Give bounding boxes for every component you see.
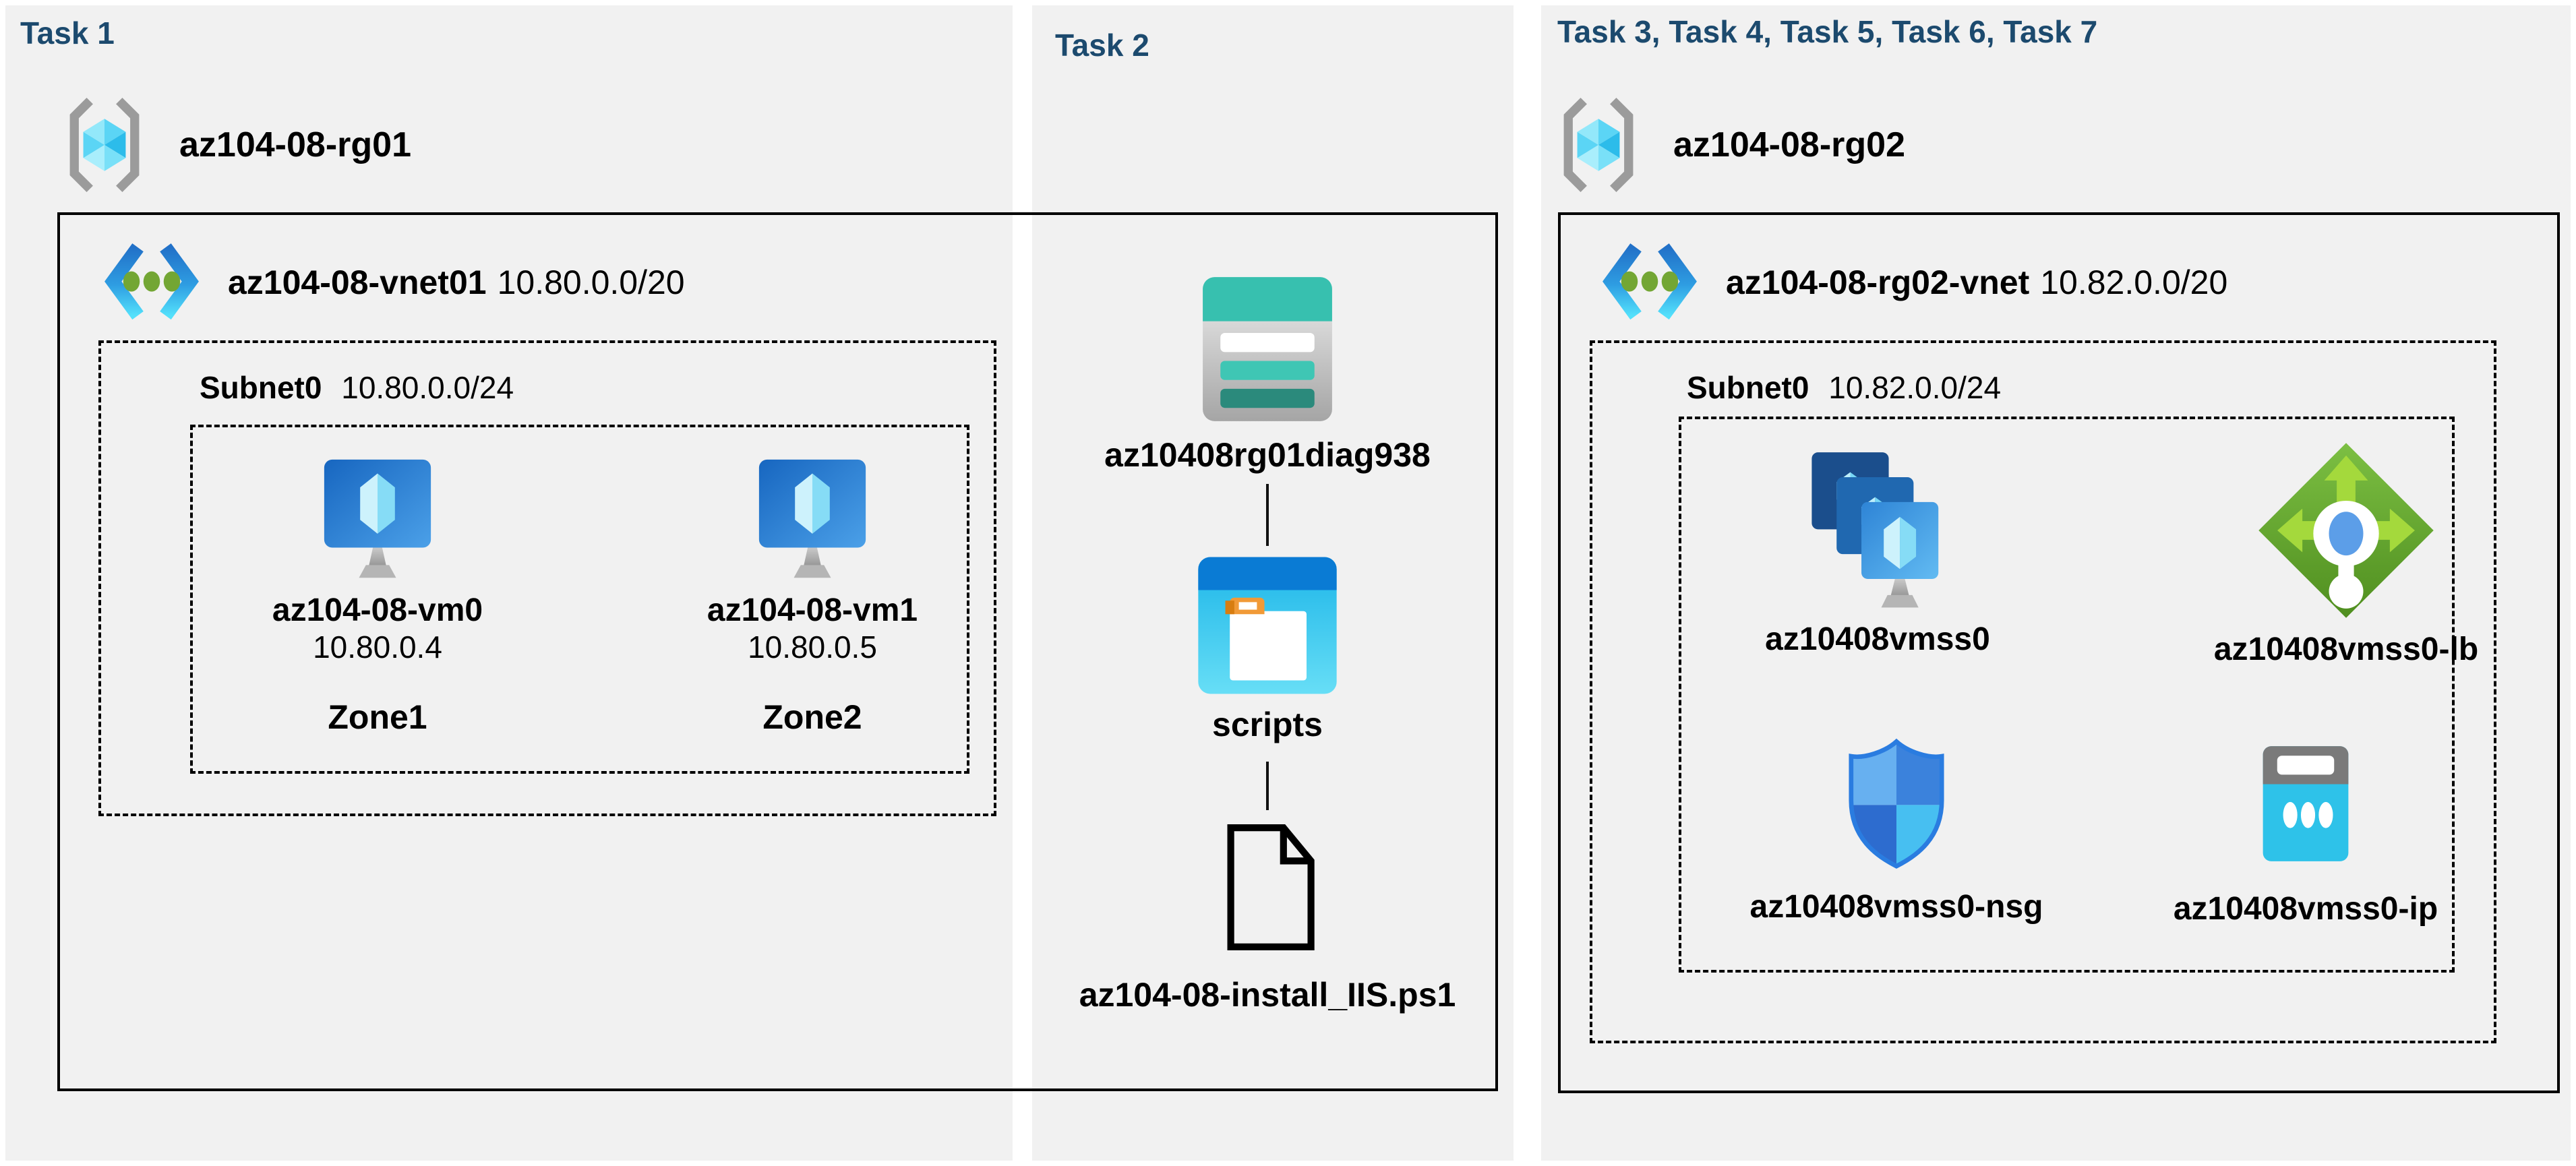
task2-column: az10408rg01diag938 scripts az104-08-inst… — [1079, 268, 1456, 1014]
vmss-resources-boundary — [1679, 417, 2455, 973]
availability-zones-boundary — [190, 425, 969, 774]
resource-group-rg02: az104-08-rg02 — [1556, 94, 1905, 195]
storage-account-icon — [1203, 277, 1332, 421]
public-ip-icon — [2263, 746, 2349, 861]
network-security-group-icon — [1849, 738, 1944, 869]
vm1-zone: Zone2 — [762, 698, 862, 736]
script-file-label: az104-08-install_IIS.ps1 — [1079, 976, 1456, 1014]
load-balancer-node: az10408vmss0-lb — [2151, 437, 2542, 668]
rg02-label: az104-08-rg02 — [1673, 125, 1905, 164]
vm1-name: az104-08-vm1 — [707, 592, 918, 628]
connector-line — [1266, 484, 1269, 546]
nsg-node: az10408vmss0-nsg — [1701, 735, 2092, 925]
vmss-node: az10408vmss0 — [1682, 445, 2073, 658]
nsg-label: az10408vmss0-nsg — [1749, 889, 2043, 925]
task2-title: Task 2 — [1055, 28, 1149, 63]
rg02-vnet-name: az104-08-rg02-vnet — [1726, 264, 2030, 301]
subnet0-name: Subnet0 — [200, 370, 322, 405]
vmss-label: az10408vmss0 — [1765, 621, 1990, 657]
virtual-machine-icon — [324, 459, 431, 578]
subnet0-label-left: Subnet0 10.80.0.0/24 — [200, 369, 514, 406]
virtual-machine-icon — [758, 459, 866, 578]
vnet01-boundary — [57, 212, 1498, 1091]
vnet01-cidr: 10.80.0.0/20 — [497, 264, 685, 301]
vnet01-row: az104-08-vnet01 10.80.0.0/20 — [101, 233, 685, 332]
virtual-network-icon — [104, 243, 199, 320]
subnet0-boundary-right — [1590, 340, 2496, 1043]
subnet0-cidr: 10.80.0.0/24 — [341, 370, 514, 405]
rg02-vnet-cidr: 10.82.0.0/20 — [2040, 264, 2228, 301]
vm0-zone: Zone1 — [328, 698, 427, 736]
vm-scale-set-icon — [1811, 452, 1939, 608]
script-file-icon — [1227, 824, 1315, 950]
resource-group-icon — [1563, 97, 1634, 193]
blob-container-icon — [1198, 557, 1337, 694]
load-balancer-label: az10408vmss0-lb — [2213, 632, 2479, 667]
vm1-ip: 10.80.0.5 — [748, 630, 877, 665]
subnet0-label-right: Subnet0 10.82.0.0/24 — [1687, 369, 2001, 406]
subnet0-cidr: 10.82.0.0/24 — [1828, 370, 2002, 405]
vm1-node: az104-08-vm1 10.80.0.5 Zone2 — [657, 457, 967, 737]
task1-title: Task 1 — [20, 16, 115, 51]
load-balancer-icon — [2258, 443, 2434, 618]
subnet0-name: Subnet0 — [1687, 370, 1809, 405]
task1-panel — [5, 5, 1013, 1161]
public-ip-node: az10408vmss0-ip — [2110, 741, 2501, 927]
resource-group-icon — [69, 97, 140, 193]
subnet0-boundary-left — [98, 340, 996, 816]
connector-line — [1266, 762, 1269, 810]
rg01-label: az104-08-rg01 — [179, 125, 411, 164]
resource-group-rg01: az104-08-rg01 — [62, 94, 411, 195]
storage-account-label: az10408rg01diag938 — [1104, 436, 1431, 474]
container-label: scripts — [1212, 706, 1323, 743]
task3-panel — [1541, 5, 2571, 1161]
vm0-node: az104-08-vm0 10.80.0.4 Zone1 — [222, 457, 533, 737]
vm0-name: az104-08-vm0 — [272, 592, 483, 628]
rg02-vnet-row: az104-08-rg02-vnet 10.82.0.0/20 — [1599, 233, 2227, 332]
virtual-network-icon — [1602, 243, 1697, 320]
public-ip-label: az10408vmss0-ip — [2173, 891, 2438, 927]
task3-title: Task 3, Task 4, Task 5, Task 6, Task 7 — [1557, 14, 2098, 49]
vm0-ip: 10.80.0.4 — [313, 630, 442, 665]
rg02-vnet-boundary — [1558, 212, 2560, 1093]
vnet01-name: az104-08-vnet01 — [228, 264, 487, 301]
